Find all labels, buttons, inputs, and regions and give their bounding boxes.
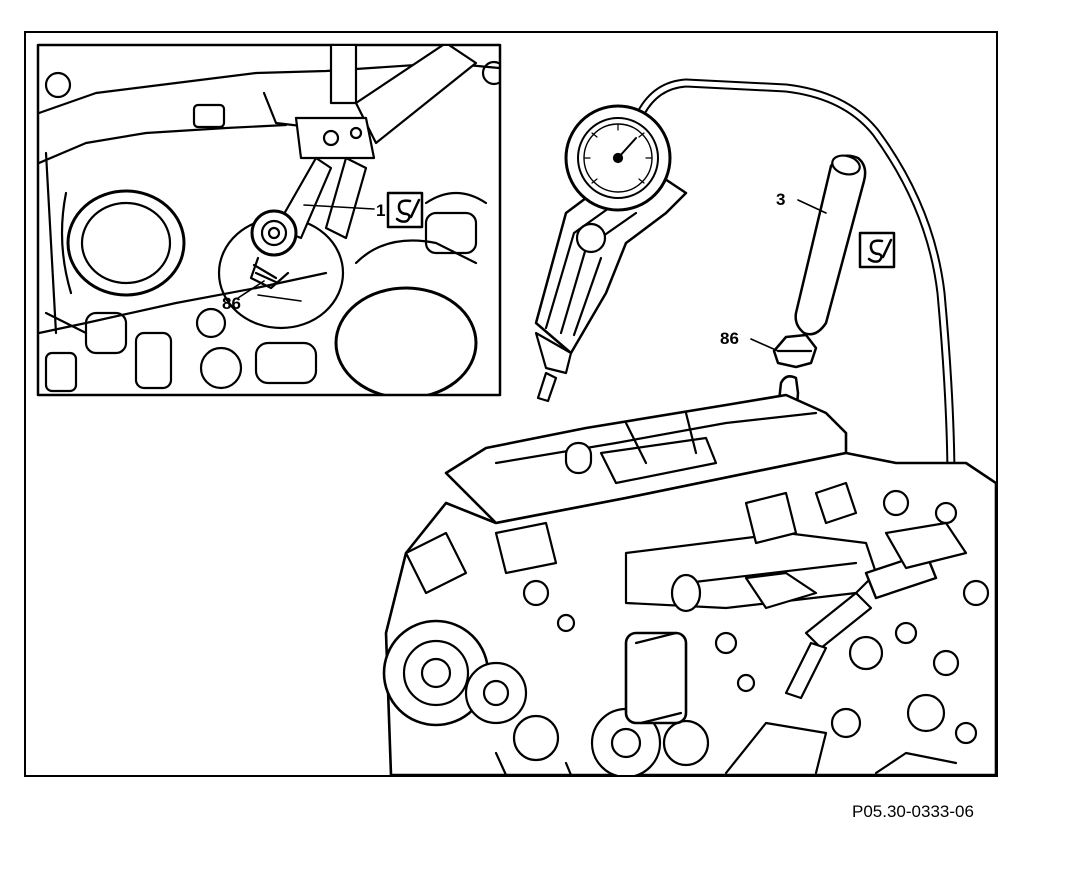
extension-piece-3 xyxy=(794,154,867,336)
inset-detail-view: 1 86 xyxy=(36,43,502,397)
callout-86-inset-label: 86 xyxy=(222,294,241,313)
inset-adapter-tool xyxy=(250,46,478,257)
compression-tester-gauge xyxy=(534,78,956,558)
callout-3-label: 3 xyxy=(776,190,785,209)
inset-cylinder-head xyxy=(39,46,499,394)
adapter-86 xyxy=(772,333,818,369)
special-tool-symbol-icon xyxy=(386,191,424,229)
callout-86-main-label: 86 xyxy=(720,329,739,348)
figure-code: P05.30-0333-06 xyxy=(852,802,974,821)
special-tool-symbol-icon-main xyxy=(858,231,896,269)
callout-1-label: 1 xyxy=(376,201,385,220)
engine-compression-test-illustration: 1 86 xyxy=(36,43,996,775)
engine-assembly xyxy=(382,393,996,775)
illustration-frame: 1 86 xyxy=(24,31,998,777)
